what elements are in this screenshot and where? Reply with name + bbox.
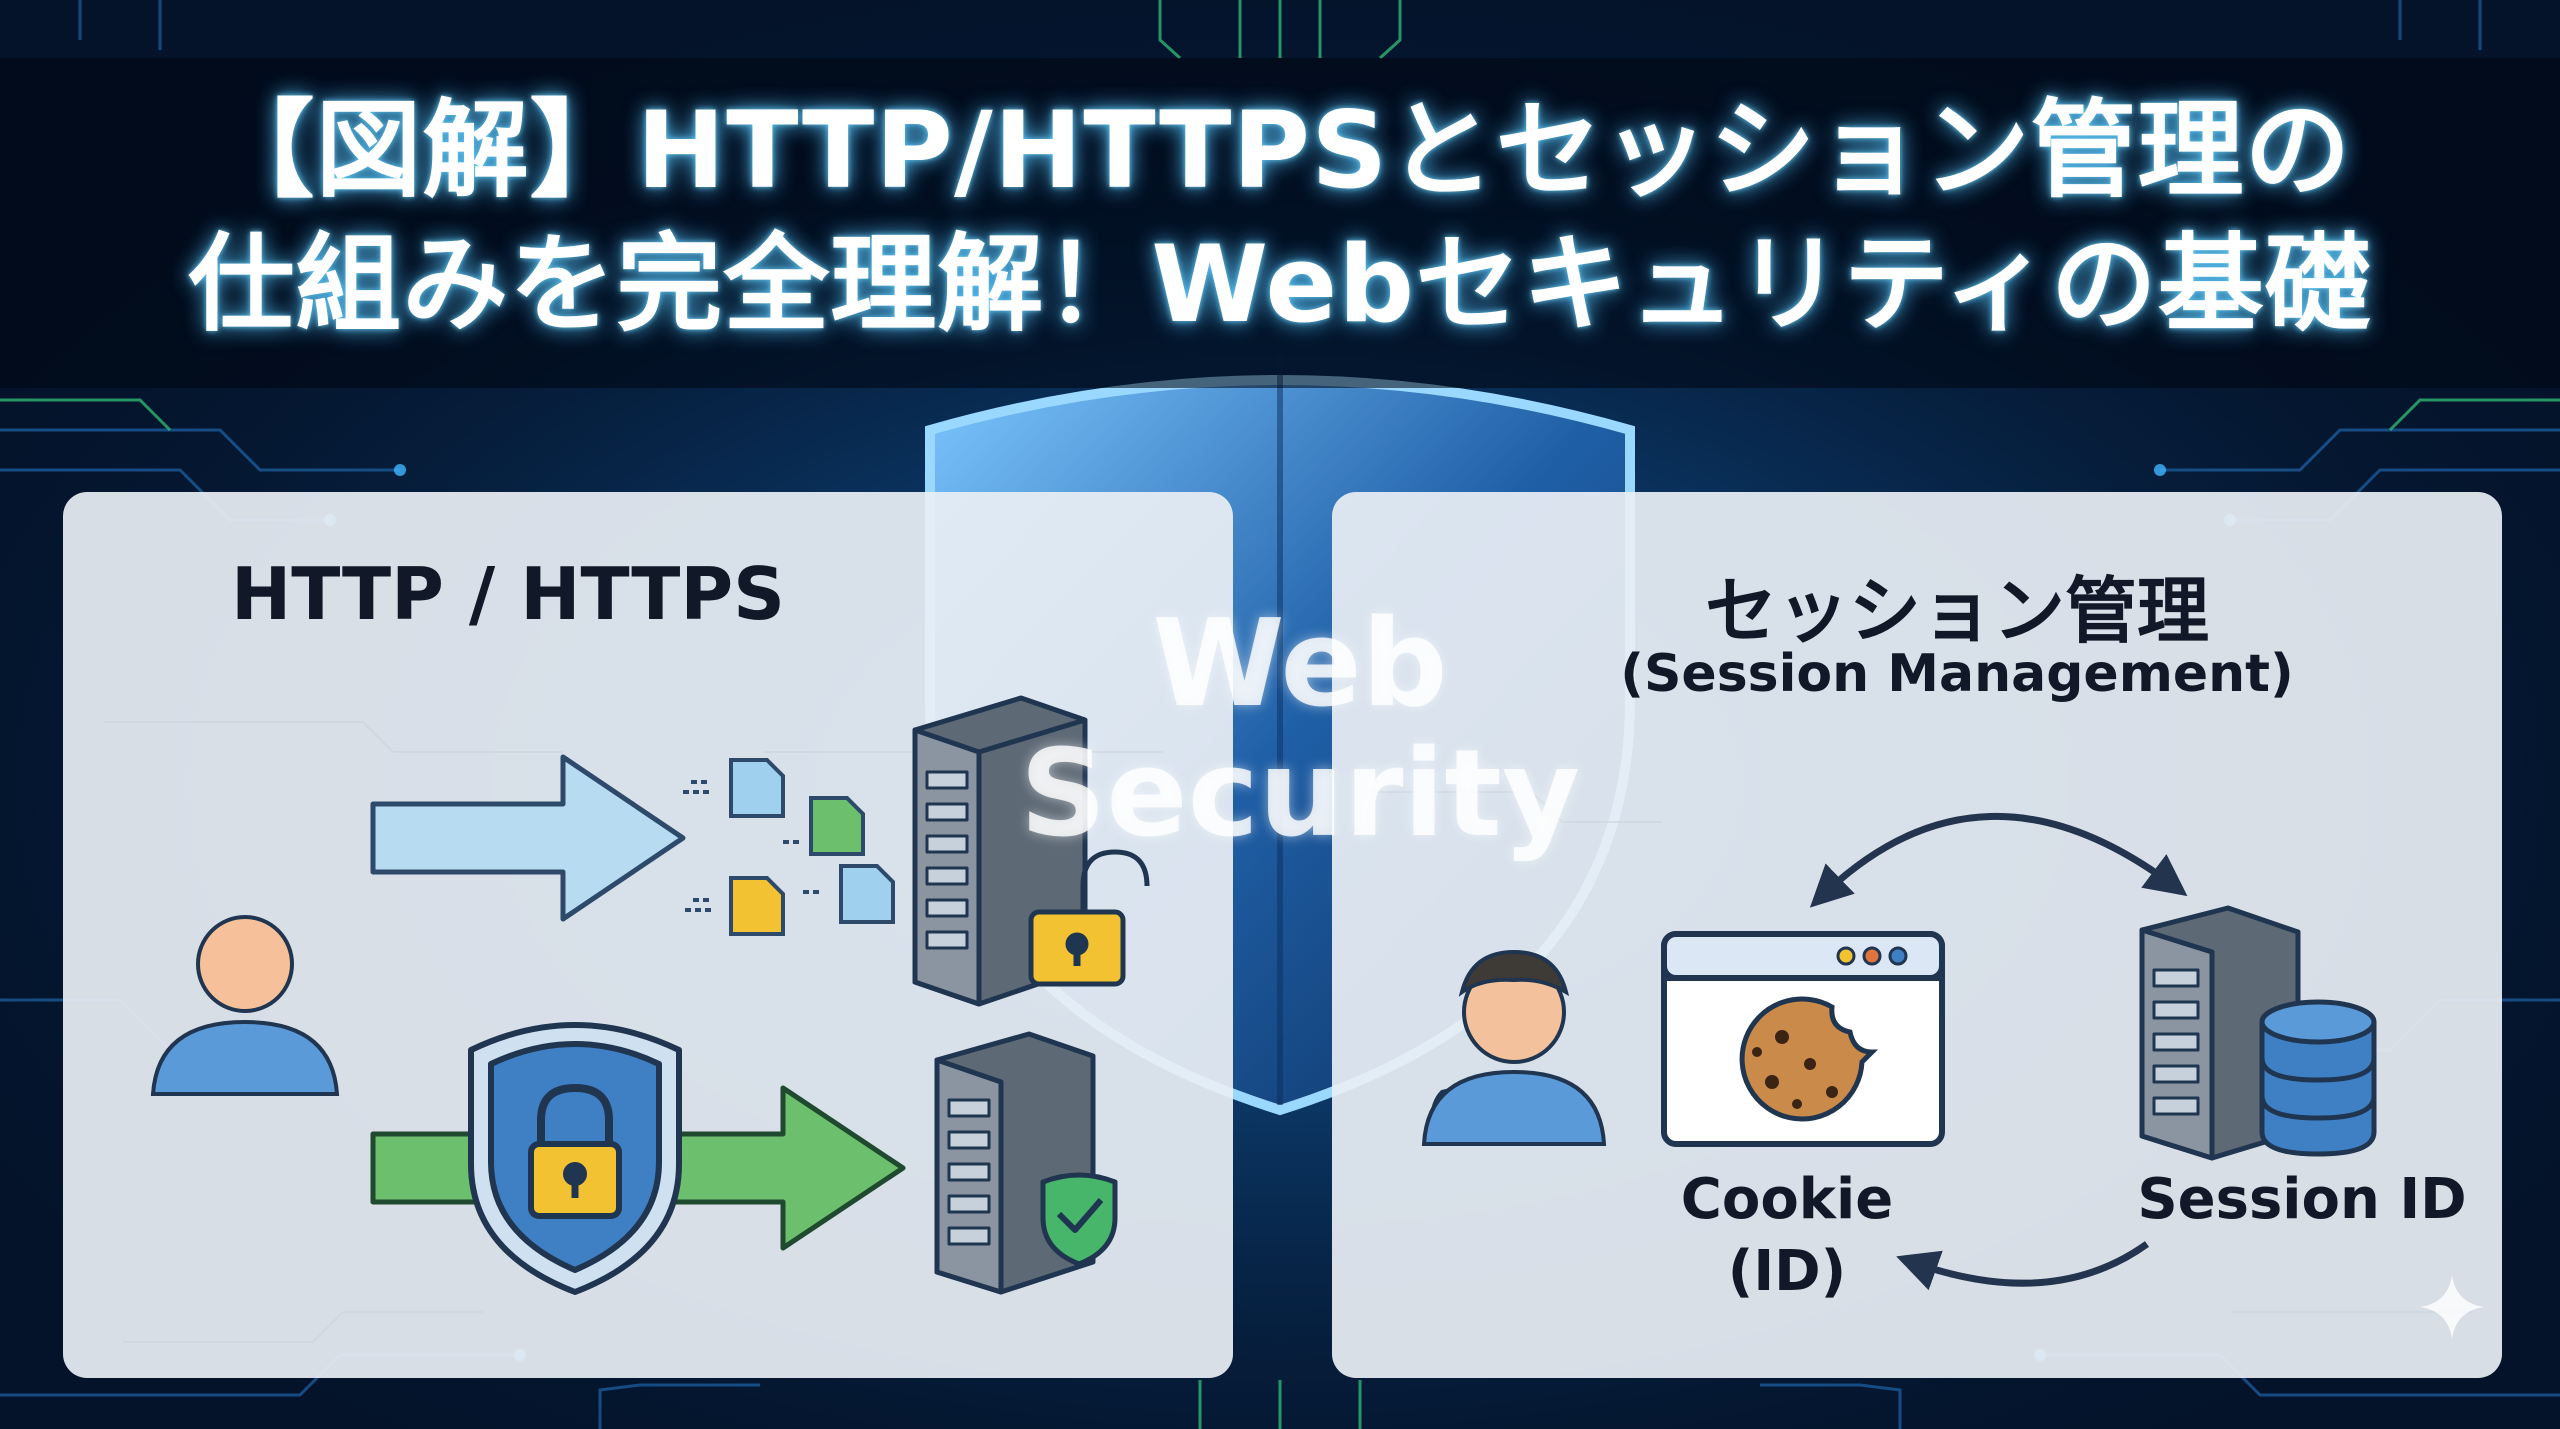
return-arrow-icon xyxy=(1896,1241,2150,1291)
watermark-line2: Security xyxy=(1019,725,1581,864)
cookie-label: Cookie (ID) xyxy=(1627,1164,1947,1308)
http-https-title: HTTP / HTTPS xyxy=(230,552,786,636)
unlocked-padlock-icon xyxy=(1028,849,1150,987)
title-line-2: 仕組みを完全理解！Webセキュリティの基礎 xyxy=(188,223,2372,346)
cookie-icon xyxy=(1739,996,1879,1122)
page-title: 【図解】HTTP/HTTPSとセッション管理の 仕組みを完全理解！Webセキュリ… xyxy=(0,84,2560,352)
watermark-line1: Web xyxy=(1152,595,1448,734)
session-management-panel: セッション管理 (Session Management) Cookie (ID)… xyxy=(1332,492,2502,1378)
http-https-diagram xyxy=(103,695,1163,1343)
http-arrow-icon xyxy=(370,754,686,922)
user-icon xyxy=(150,915,340,1096)
document-icon xyxy=(683,758,895,936)
session-id-label: Session ID xyxy=(2137,1167,2467,1232)
http-https-panel: HTTP / HTTPS xyxy=(63,492,1233,1378)
shield-watermark-text: Web Security xyxy=(1000,600,1600,860)
title-line-1: 【図解】HTTP/HTTPSとセッション管理の xyxy=(208,89,2352,212)
curved-arrow-icon xyxy=(1809,812,2188,908)
session-diagram xyxy=(1362,791,2472,1313)
cookie-label-line2: (ID) xyxy=(1727,1239,1847,1304)
session-subtitle: (Session Management) xyxy=(1620,644,2294,704)
browser-window-icon xyxy=(1661,931,1945,1147)
title-band xyxy=(0,58,2560,388)
session-title: セッション管理 xyxy=(1704,569,2209,653)
cookie-label-line1: Cookie xyxy=(1680,1167,1894,1232)
sparkle-icon xyxy=(2420,1275,2484,1339)
shield-lock-icon xyxy=(468,1022,682,1295)
server-check-icon xyxy=(934,1031,1118,1295)
server-icon xyxy=(2139,905,2301,1161)
database-icon xyxy=(2259,999,2377,1157)
user-icon xyxy=(1421,949,1607,1146)
